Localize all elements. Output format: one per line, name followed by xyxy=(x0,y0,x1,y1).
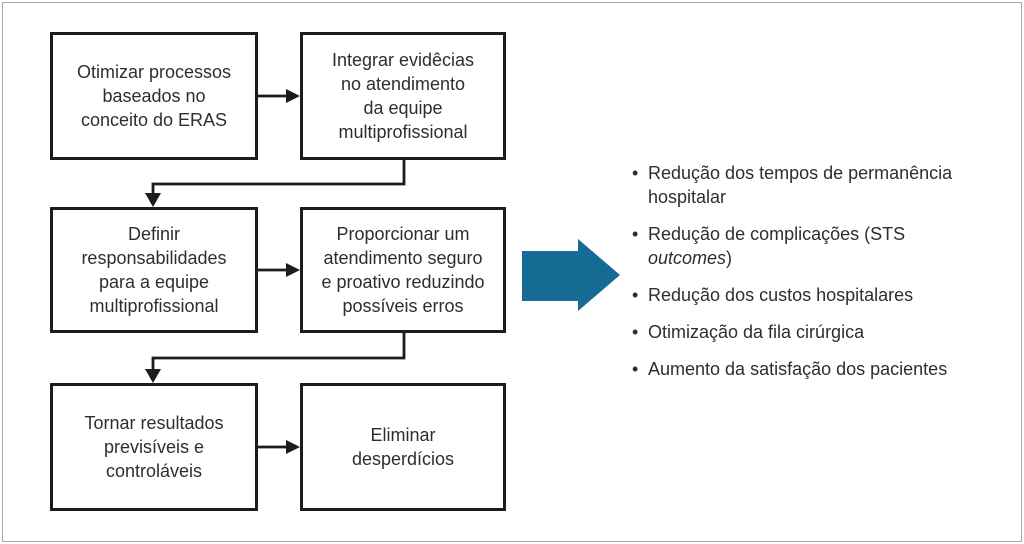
outcome-text: Redução dos custos hospitalares xyxy=(648,285,914,305)
connector-proporcionar-to-tornar xyxy=(151,333,406,371)
arrowhead-down-row3-icon xyxy=(145,369,161,383)
box-integrar-evidencias: Integrar evidêcias no atendimento da equ… xyxy=(300,32,506,160)
box-proporcionar-atendimento: Proporcionar um atendimento seguro e pro… xyxy=(300,207,506,333)
outcome-text: Redução dos tempos de permanência hospit… xyxy=(648,163,953,207)
box-tornar-resultados: Tornar resultados previsíveis e controlá… xyxy=(50,383,258,511)
outcome-item: • Redução dos tempos de permanência hosp… xyxy=(632,161,984,209)
outcome-text-italic: outcomes xyxy=(648,248,727,268)
outcomes-list: • Redução dos tempos de permanência hosp… xyxy=(632,161,984,394)
bullet-marker-icon: • xyxy=(632,285,639,305)
outcome-text: Redução de complicações (STS xyxy=(648,224,906,244)
outcome-text: Aumento da satisfação dos pacientes xyxy=(648,359,948,379)
bullet-marker-icon: • xyxy=(632,359,639,379)
bullet-marker-icon: • xyxy=(632,322,639,342)
arrowhead-right-row2-icon xyxy=(286,263,300,277)
outcome-item: • Otimização da fila cirúrgica xyxy=(632,320,984,344)
connector-integrar-to-definir xyxy=(151,160,406,195)
outcome-item: • Redução dos custos hospitalares xyxy=(632,283,984,307)
bullet-marker-icon: • xyxy=(632,163,639,183)
box-otimizar-processos: Otimizar processos baseados no conceito … xyxy=(50,32,258,160)
box-eliminar-desperdicios: Eliminar desperdícios xyxy=(300,383,506,511)
arrowhead-right-row3-icon xyxy=(286,440,300,454)
arrowhead-right-row1-icon xyxy=(286,89,300,103)
outcome-text: Otimização da fila cirúrgica xyxy=(648,322,865,342)
bullet-marker-icon: • xyxy=(632,224,639,244)
outcome-text-post: ) xyxy=(726,248,733,268)
outcome-item: • Aumento da satisfação dos pacientes xyxy=(632,357,984,381)
outcome-item: • Redução de complicações (STS outcomes) xyxy=(632,222,984,270)
box-definir-responsabilidades: Definir responsabilidades para a equipe … xyxy=(50,207,258,333)
arrowhead-down-row2-icon xyxy=(145,193,161,207)
outcomes-big-arrow-icon xyxy=(522,239,620,311)
